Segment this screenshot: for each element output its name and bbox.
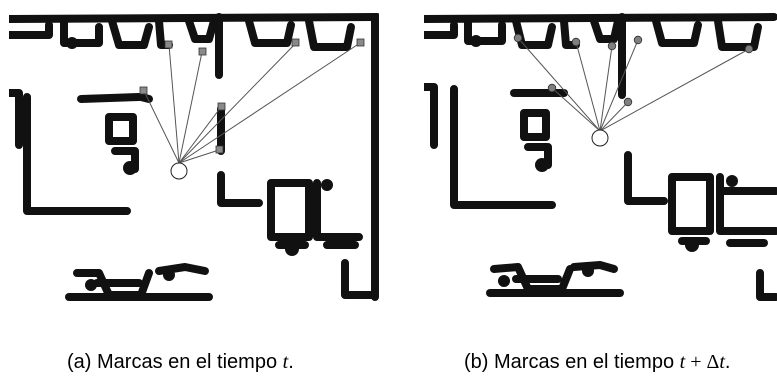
caption-b-var: t <box>679 351 686 373</box>
caption-b-end: . <box>724 351 731 373</box>
caption-b-op: + <box>685 351 707 373</box>
caption-b-var2: t <box>719 351 725 373</box>
map-panel-a <box>9 5 379 303</box>
robot-circle-icon <box>591 129 609 147</box>
landmark-marker <box>164 40 173 49</box>
map-clutter-b <box>470 35 738 287</box>
landmark-marker <box>356 38 365 47</box>
occupancy-map-a <box>9 13 379 301</box>
map-walls-a <box>9 13 379 301</box>
landmark-marker <box>513 33 523 43</box>
landmark-marker <box>139 86 148 95</box>
caption-a-end: . <box>288 351 294 373</box>
landmark-marker <box>571 37 581 47</box>
landmark-marker <box>623 97 633 107</box>
caption-a-var: t <box>282 351 289 373</box>
landmark-marker <box>607 41 617 51</box>
map-clutter-a <box>66 37 333 291</box>
caption-a: (a) Marcas en el tiempo t. <box>67 351 294 374</box>
landmark-marker <box>217 102 226 111</box>
caption-b: (b) Marcas en el tiempo t + Δt. <box>464 351 730 374</box>
landmark-markers-b <box>513 33 754 107</box>
landmark-marker <box>744 44 754 54</box>
robot-circle-icon <box>170 162 188 180</box>
landmark-marker <box>215 145 224 154</box>
landmark-markers-a <box>139 38 365 154</box>
map-panel-b <box>424 5 777 303</box>
landmark-marker <box>291 38 300 47</box>
landmark-marker <box>547 83 557 93</box>
observation-rays-b <box>517 37 750 132</box>
caption-a-label: (a) Marcas en el tiempo <box>67 351 278 373</box>
occupancy-map-b <box>424 13 777 301</box>
landmark-marker <box>198 47 207 56</box>
caption-b-label: (b) Marcas en el tiempo <box>464 351 675 373</box>
caption-b-delta: Δ <box>706 351 720 373</box>
map-walls-b <box>424 13 777 301</box>
landmark-marker <box>633 35 643 45</box>
observation-rays-a <box>143 42 361 164</box>
